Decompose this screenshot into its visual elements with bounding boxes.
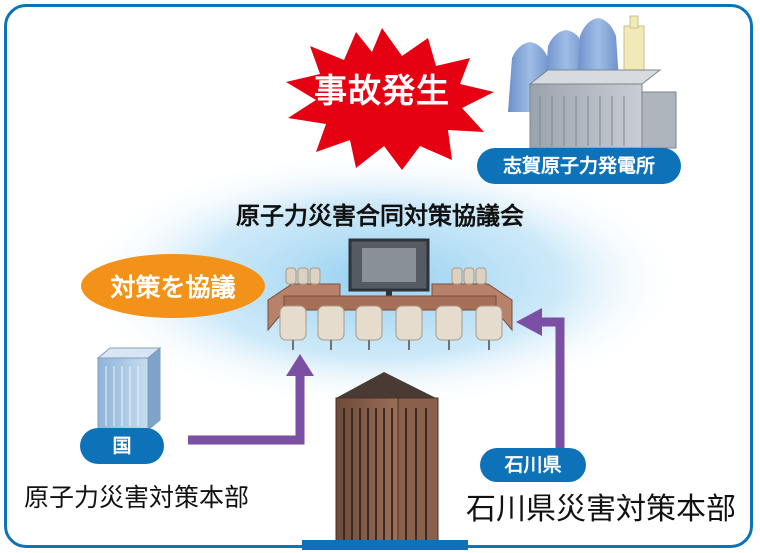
prefecture-building-illustration: [335, 372, 439, 549]
arrow-head: [286, 354, 314, 376]
chair-row: [279, 305, 503, 341]
prefecture-hq-label: 石川県災害対策本部: [466, 492, 736, 527]
discuss-oval: [81, 254, 265, 318]
bottom-bar: [302, 540, 468, 550]
conference-table: [283, 295, 497, 311]
council-title: 原子力災害合同対策協議会: [236, 202, 524, 230]
arrow-head: [516, 308, 542, 336]
accident-label: 事故発生: [314, 71, 450, 110]
accident-burst: [286, 28, 494, 170]
plant-stack: [629, 15, 639, 29]
meeting-room-illustration: [267, 238, 513, 350]
plant-label: 志賀原子力発電所: [477, 148, 681, 184]
arrow-prefecture-to-council: [538, 317, 565, 448]
prefecture-badge: 石川県: [480, 448, 586, 482]
plant-roof: [528, 69, 662, 85]
arrow-national-to-council: [188, 372, 305, 445]
national-building-illustration: [96, 346, 162, 432]
plant-building: [529, 83, 643, 149]
nation-badge: 国: [80, 428, 164, 464]
plant-building: [641, 91, 677, 149]
discuss-label: 対策を協議: [110, 273, 236, 302]
power-plant-illustration: [508, 15, 677, 149]
nation-hq-label: 原子力災害対策本部: [24, 483, 250, 512]
